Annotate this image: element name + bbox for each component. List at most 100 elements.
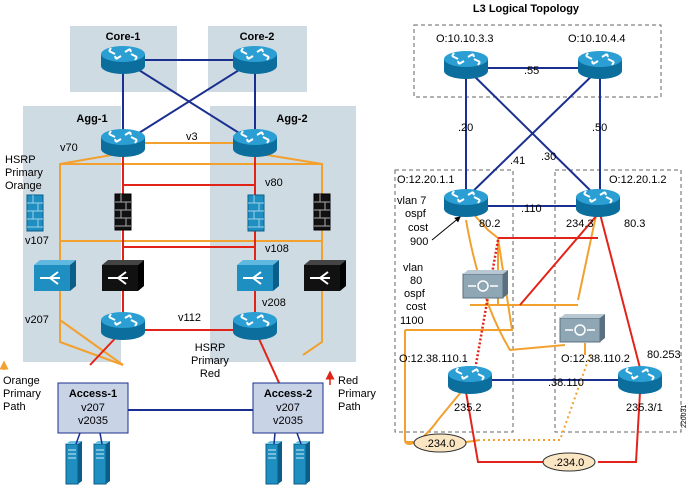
hsrp-red-line-3: Red <box>200 368 220 380</box>
v80-label: v80 <box>265 177 283 189</box>
ospf-router-110-2-icon <box>617 365 663 395</box>
ospf-router-3-3-icon <box>443 50 489 80</box>
server-links <box>75 432 302 445</box>
v112-label: v112 <box>178 312 201 324</box>
v107-label: v107 <box>25 235 49 247</box>
ospf-router-1-1-icon <box>443 188 489 218</box>
access-1-title: Access-1 <box>69 388 117 400</box>
hsrp-orange-line-3: Orange <box>5 180 42 192</box>
hsrp-orange-line-2: Primary <box>5 167 43 179</box>
red-path-line-3: Path <box>338 401 361 413</box>
firewall-black-1-icon <box>114 193 132 231</box>
load-balancer-black-1-icon <box>101 259 145 292</box>
vlan80-line-1: vlan <box>403 262 423 274</box>
ospf-router-110-1-icon <box>447 365 493 395</box>
load-balancer-2-icon <box>236 259 280 292</box>
v108-label: v108 <box>265 243 289 255</box>
ospf-id-4-4: O:10.10.4.4 <box>568 33 626 45</box>
server-1-icon <box>65 440 83 485</box>
addr-235-2: 235.2 <box>454 402 482 414</box>
red-path-line-1: Red <box>338 375 358 387</box>
agg-2-access-router-icon <box>232 311 278 341</box>
ospf-router-4-4-icon <box>577 50 623 80</box>
vlan80-line-4: cost <box>406 301 426 313</box>
subnet-label-a: .234.0 <box>425 438 456 450</box>
v70-label: v70 <box>60 142 78 154</box>
agg-2-box <box>210 106 356 362</box>
hsrp-red-line-2: Primary <box>191 355 229 367</box>
ospf-id-110-1: O:12.38.110.1 <box>399 353 468 365</box>
addr-235-3-1: 235.3/1 <box>626 402 663 414</box>
addr-38-110: .38.110 <box>548 377 584 389</box>
agg-2-router-icon <box>232 128 278 158</box>
left-labels: Core-1 Core-2 Agg-1 Agg-2 v3 v70 v80 v10… <box>3 31 376 427</box>
v3-label: v3 <box>186 131 198 143</box>
addr-30: .30 <box>541 151 556 163</box>
vlan7-line-1: vlan 7 <box>397 195 426 207</box>
core-1-router-icon <box>100 45 146 75</box>
vlan7-line-2: ospf <box>405 208 427 220</box>
l3-title: L3 Logical Topology <box>473 3 580 15</box>
ospf-id-110-2: O:12.38.110.2 <box>561 353 630 365</box>
access-1-vlan-b: v2035 <box>78 415 108 427</box>
access-2-vlan-b: v2035 <box>273 415 303 427</box>
agg-1-label: Agg-1 <box>76 113 107 125</box>
hsrp-red-line-1: HSRP <box>195 342 226 354</box>
left-physical-topology <box>0 26 356 485</box>
access-2-title: Access-2 <box>264 388 312 400</box>
dashed-boxes <box>394 24 682 433</box>
l3-orange-dotted-2 <box>559 354 591 441</box>
appliance-2-icon <box>559 313 606 343</box>
addr-80-2: 80.2 <box>479 218 500 230</box>
addr-80-3: 80.3 <box>624 218 645 230</box>
appliance-1-icon <box>462 269 509 299</box>
right-labels: L3 Logical Topology O:10.10.3.3 O:10.10.… <box>397 3 688 469</box>
v207-label: v207 <box>25 314 49 326</box>
addr-80-253: 80.253 <box>647 349 681 361</box>
addr-110: .110 <box>521 203 542 215</box>
ospf-id-3-3: O:10.10.3.3 <box>436 33 494 45</box>
load-balancer-black-2-icon <box>303 259 347 292</box>
firewall-black-2-icon <box>313 193 331 231</box>
ospf-id-1-1: O:12.20.1.1 <box>397 174 455 186</box>
core-2-label: Core-2 <box>240 31 275 43</box>
access-1-box <box>57 382 129 434</box>
vlan80-line-3: ospf <box>404 288 426 300</box>
l3-red-links <box>465 205 641 463</box>
ospf-id-1-2: O:12.20.1.2 <box>609 174 667 186</box>
agg-1-access-router-icon <box>100 311 146 341</box>
access-1-vlan-a: v207 <box>81 402 105 414</box>
core-2-router-icon <box>232 45 278 75</box>
firewall-orange-2-icon <box>247 194 265 232</box>
firewall-orange-1-icon <box>26 194 44 232</box>
red-path-line-2: Primary <box>338 388 376 400</box>
orange-path-line-1: Orange <box>3 375 40 387</box>
figure-id: 220031 <box>681 405 688 428</box>
addr-234-3: 234.3 <box>566 218 594 230</box>
access-2-box <box>252 382 324 434</box>
vlan7-line-4: 900 <box>410 236 428 248</box>
orange-path-line-2: Primary <box>3 388 41 400</box>
subnet-ellipse-b <box>542 452 596 472</box>
agg-2-label: Agg-2 <box>276 113 307 125</box>
addr-50: .50 <box>592 122 607 134</box>
load-balancer-1-icon <box>33 259 77 292</box>
hsrp-orange-line-1: HSRP <box>5 154 36 166</box>
server-2-icon <box>93 440 111 485</box>
server-4-icon <box>293 440 311 485</box>
addr-41: .41 <box>510 155 525 167</box>
access-2-vlan-a: v207 <box>276 402 300 414</box>
subnet-label-b: .234.0 <box>554 457 585 469</box>
ospf-router-1-2-icon <box>575 188 621 218</box>
server-3-icon <box>265 440 283 485</box>
right-l3-topology <box>394 24 682 472</box>
agg-1-router-icon <box>100 128 146 158</box>
addr-55: .55 <box>524 65 539 77</box>
vlan7-arrow <box>431 216 461 241</box>
orange-path-line-3: Path <box>3 401 26 413</box>
core-1-label: Core-1 <box>106 31 141 43</box>
vlan7-line-3: cost <box>408 222 428 234</box>
vlan80-line-5: 1100 <box>400 315 424 327</box>
